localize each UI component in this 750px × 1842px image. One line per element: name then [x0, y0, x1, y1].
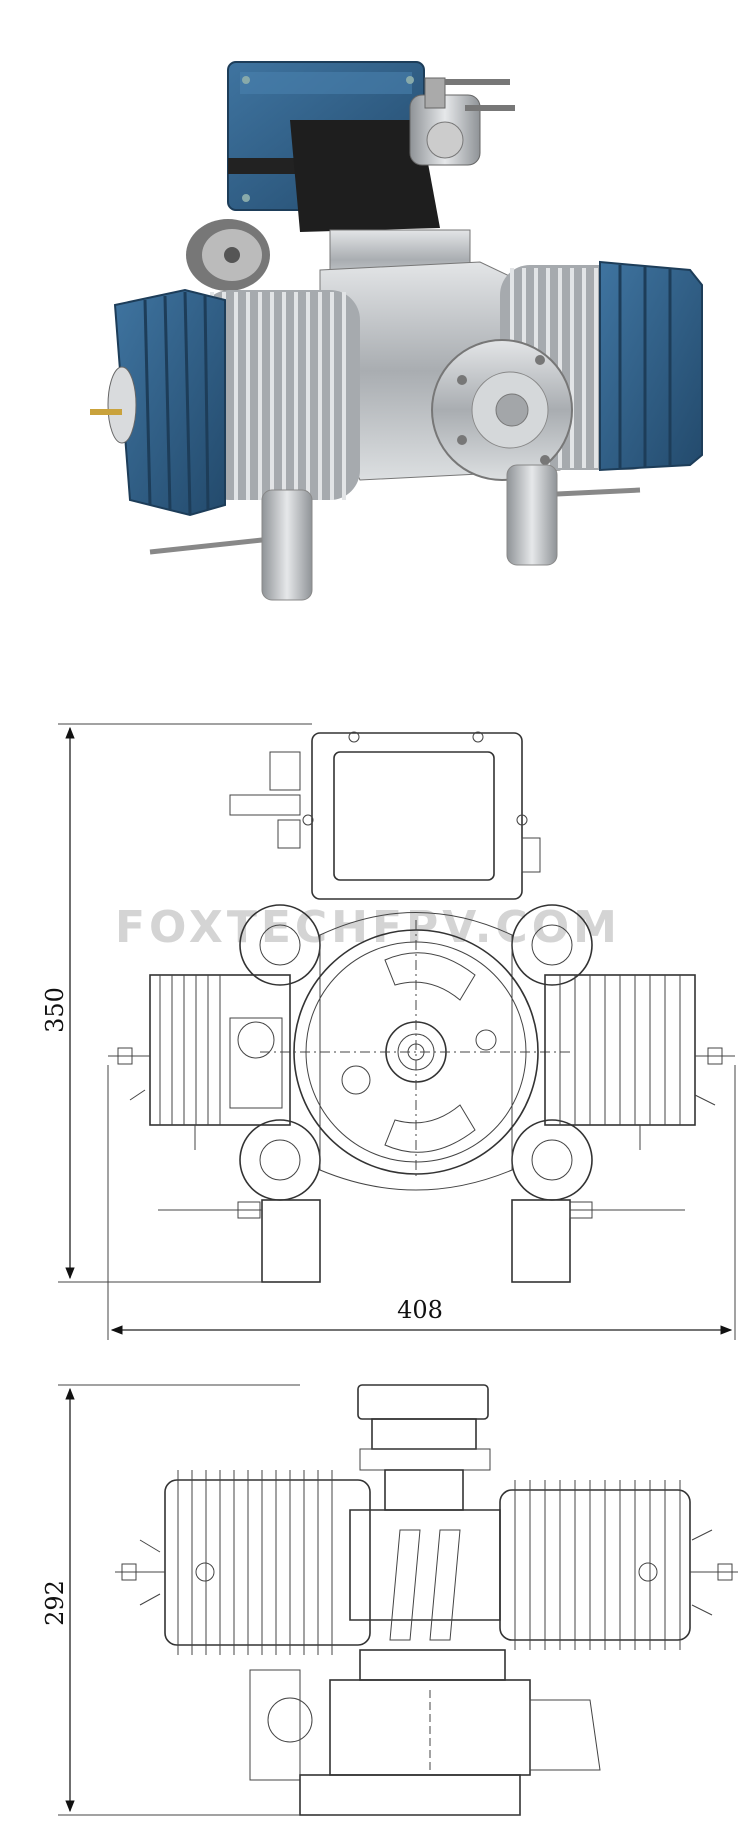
front-height-label: 350: [41, 987, 69, 1033]
mount-legs: [149, 464, 641, 601]
ecu-bracket: [290, 120, 440, 232]
front-height-dimension: [58, 723, 312, 1283]
side-height-label: 292: [41, 1580, 69, 1626]
front-width-label: 408: [397, 1296, 443, 1324]
engine-render: [90, 61, 703, 601]
propeller-flange: [431, 339, 573, 481]
front-width-dimension: [107, 1065, 736, 1340]
watermark: FOXTECHFPV.COM: [115, 902, 621, 953]
side-height-dimension: [58, 1384, 300, 1816]
side-view-drawing: [115, 1384, 738, 1816]
throttle-body: [409, 77, 515, 166]
front-view-drawing: [108, 731, 735, 1283]
left-cooling-shroud: [90, 288, 226, 517]
right-cooling-shroud: [599, 260, 703, 472]
alternator-pulley: [186, 219, 270, 291]
